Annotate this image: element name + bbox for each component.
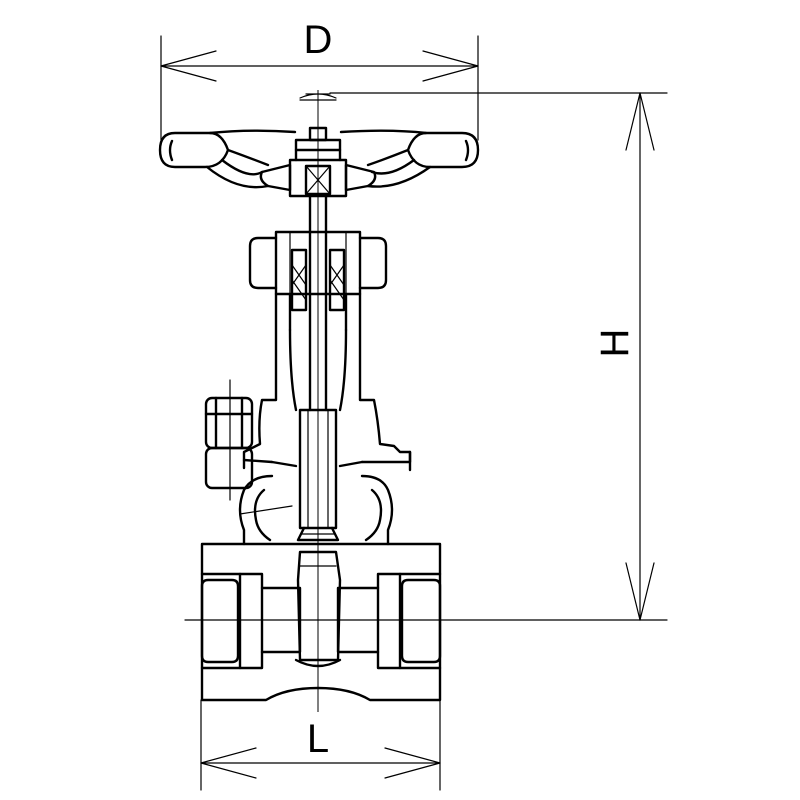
dimension-l-label: L <box>307 717 329 761</box>
side-plug <box>204 379 254 501</box>
dimension-d-label: D <box>304 18 333 62</box>
dimension-l: L <box>200 699 441 791</box>
gland-packing <box>248 230 388 312</box>
center-lines <box>185 90 460 712</box>
dimension-h-label: H <box>593 329 637 358</box>
bonnet <box>242 292 412 472</box>
handwheel <box>158 93 480 198</box>
dimension-h: H <box>184 92 668 621</box>
dimension-d: D <box>160 18 479 141</box>
valve-body <box>200 474 442 702</box>
